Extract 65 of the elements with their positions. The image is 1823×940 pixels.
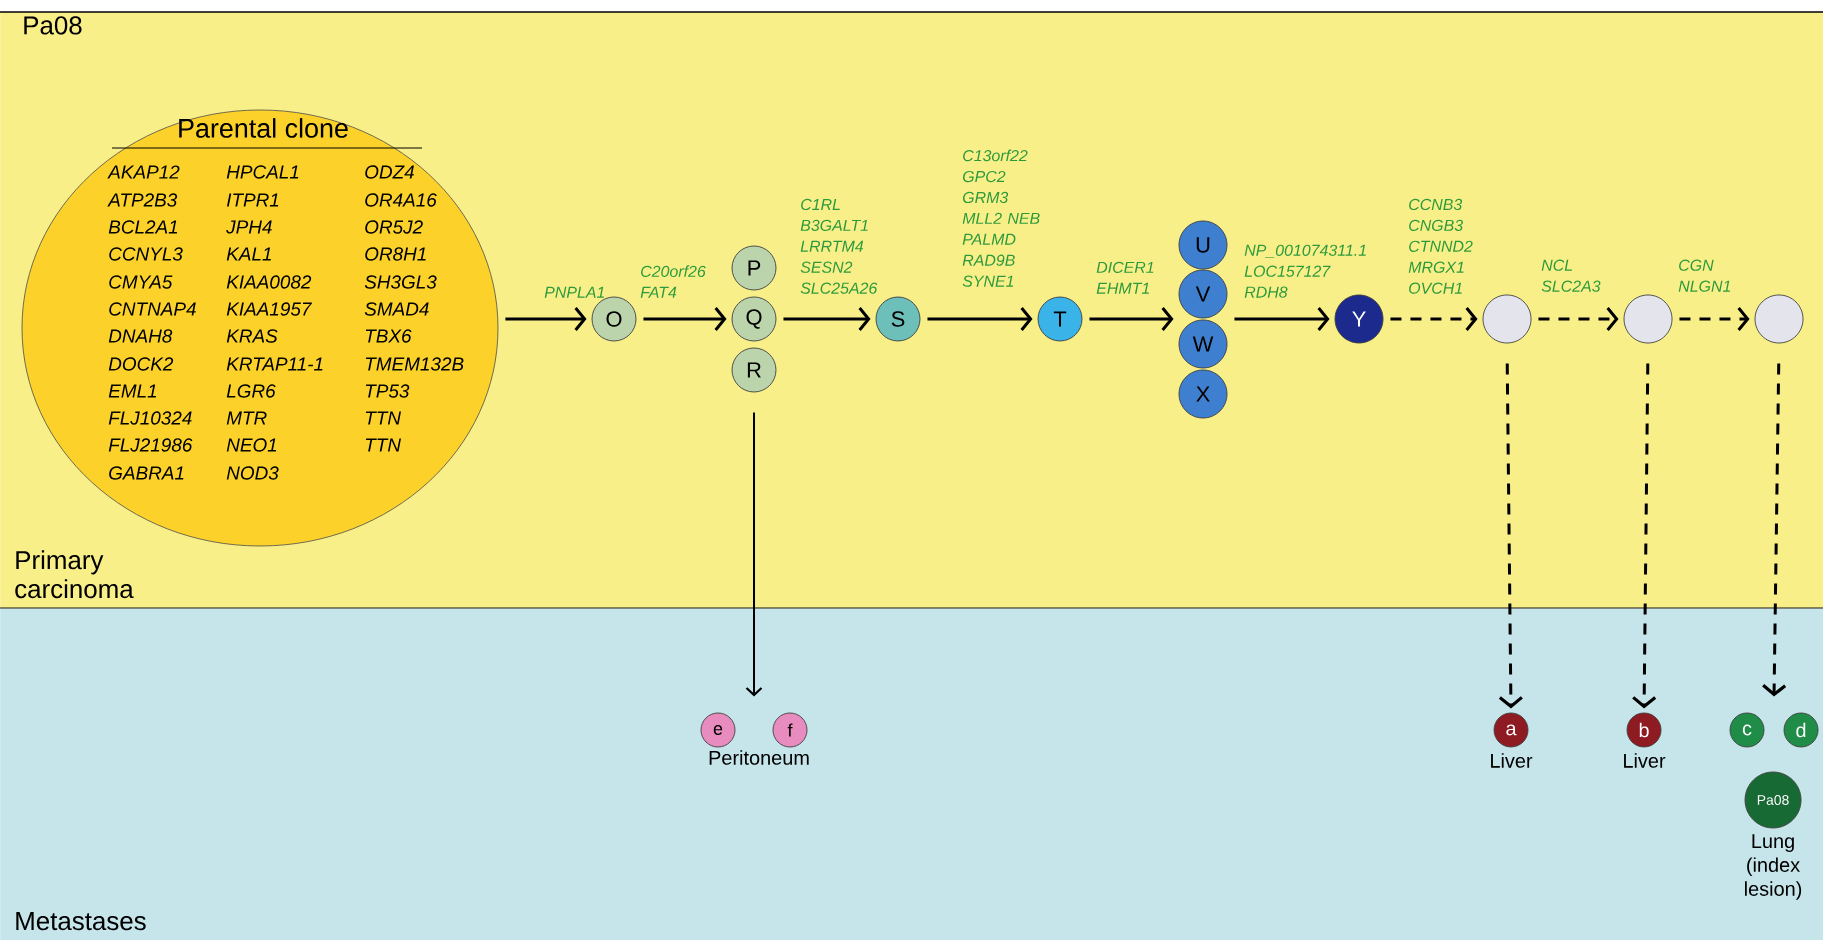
gene-name: FLJ21986 <box>108 438 193 452</box>
gene-name: TTN <box>365 411 401 425</box>
gene-name: EML1 <box>108 384 157 398</box>
arrow <box>1679 307 1750 331</box>
gene-name: KRAS <box>226 329 278 343</box>
empty-circle <box>1623 294 1673 344</box>
gene-name: OR4A16 <box>365 193 437 207</box>
gene-name: NOD3 <box>226 466 279 480</box>
gene-list: PNPLA1 <box>544 286 604 298</box>
site-label: Liver <box>1624 753 1666 768</box>
gene-name: ODZ4 <box>365 165 414 179</box>
gene-list: NCL SLC2A3 <box>1541 259 1601 292</box>
site-label: Lung (index lesion) <box>1745 834 1802 900</box>
gene-name: BCL2A1 <box>108 220 178 234</box>
gene-name: KIAA1957 <box>226 302 313 316</box>
gene-list: CGN NLGN1 <box>1678 259 1730 292</box>
gene-name: JPH4 <box>226 220 272 234</box>
heading: Parental clone <box>179 118 348 138</box>
gene-name: TMEM132B <box>365 357 464 371</box>
gene-list: C13orf22 GPC2 GRM3 MLL2 NEB PALMD RAD9B SYNE1 <box>962 149 1040 287</box>
arrow <box>745 411 763 697</box>
arrow <box>643 307 727 331</box>
title: Pa08 <box>24 16 82 35</box>
arrow <box>1390 307 1478 331</box>
gene-list: C1RL B3GALT1 LRRTM4 SESN2 SLC25A26 <box>800 198 878 294</box>
gene-name: TBX6 <box>365 329 412 343</box>
gene-name: CMYA5 <box>109 275 173 289</box>
gene-name: AKAP12 <box>107 165 180 179</box>
arrow <box>505 307 587 331</box>
arrow <box>1538 307 1619 331</box>
gene-name: CNTNAP4 <box>109 302 196 316</box>
arrow <box>1762 363 1787 697</box>
empty-circle <box>1482 294 1532 344</box>
gene-name: DOCK2 <box>108 357 174 371</box>
gene-name: LGR6 <box>226 384 276 398</box>
arrow <box>783 307 871 331</box>
gene-name: KAL1 <box>226 247 271 261</box>
arrow <box>1089 307 1174 331</box>
empty-circle <box>1754 294 1804 344</box>
gene-name: TTN <box>365 438 401 452</box>
gene-name: KIAA0082 <box>226 275 312 289</box>
arrow <box>1234 307 1330 331</box>
gene-name: SMAD4 <box>364 302 429 316</box>
gene-name: MTR <box>226 411 267 425</box>
arrow <box>927 307 1033 331</box>
gene-name: DNAH8 <box>108 329 173 343</box>
arrow <box>1632 363 1657 709</box>
gene-name: HPCAL1 <box>226 165 299 179</box>
gene-list: CCNB3 CNGB3 CTNND2 MRGX1 OVCH1 <box>1408 198 1473 294</box>
gene-name: OR8H1 <box>365 247 426 261</box>
gene-name: KRTAP11-1 <box>226 357 323 371</box>
gene-name: GABRA1 <box>109 466 184 480</box>
gene-name: CCNYL3 <box>109 247 183 261</box>
gene-name: SH3GL3 <box>364 275 437 289</box>
gene-list: C20orf26 FAT4 <box>640 265 706 298</box>
arrow <box>1498 363 1523 709</box>
gene-name: ITPR1 <box>226 193 279 207</box>
site-label: Liver <box>1491 753 1533 768</box>
gene-name: TP53 <box>365 384 410 398</box>
gene-name: OR5J2 <box>365 220 423 234</box>
gene-name: ATP2B3 <box>107 193 178 207</box>
site-label: Peritoneum <box>709 750 809 765</box>
gene-list: DICER1 EHMT1 <box>1096 261 1154 294</box>
gene-name: NEO1 <box>226 438 277 452</box>
gene-name: FLJ10324 <box>108 411 192 425</box>
